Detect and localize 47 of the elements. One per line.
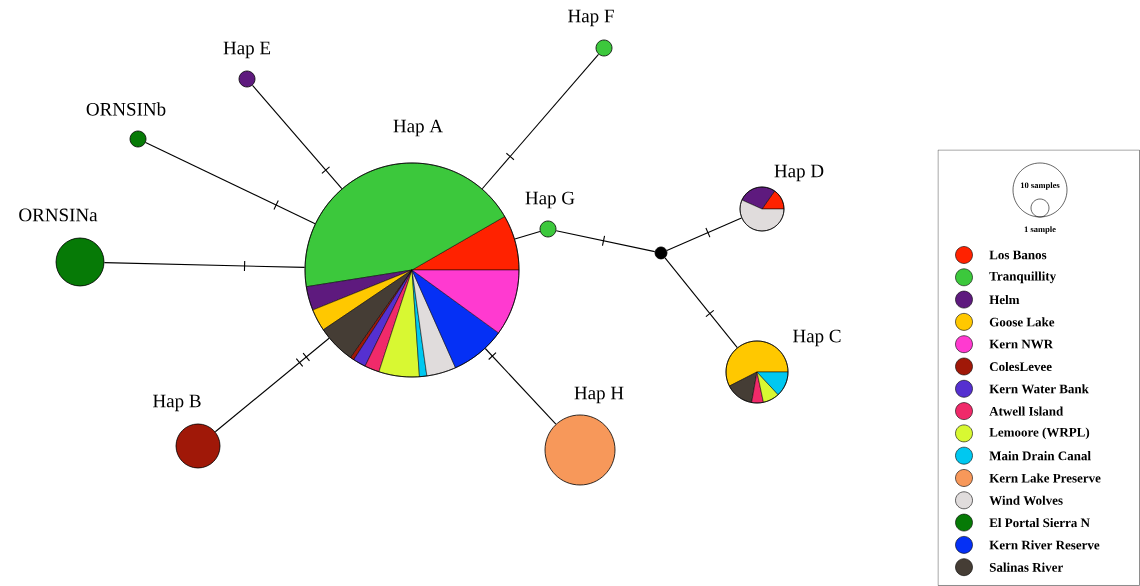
network-link [514,230,541,240]
legend-label: Kern NWR [989,339,1054,349]
legend-label: Kern River Reserve [989,540,1100,550]
haplotype-label: ORNSINb [86,102,166,116]
haplotype-circle [55,237,105,287]
legend-label: Tranquillity [989,271,1056,284]
legend-label: Wind Wolves [989,495,1063,505]
haplotype-circle [175,423,221,469]
haplotype-label: Hap D [774,164,824,182]
legend-label: Main Drain Canal [989,451,1091,461]
haplotype-label: Hap H [574,386,624,404]
legend-label: Kern Lake Preserve [989,473,1101,483]
legend-label: Los Banos [989,250,1047,260]
haplotype-circle [539,220,557,238]
haplotype-circle [544,414,616,486]
network-link [664,257,738,349]
legend-label: Helm [989,295,1020,305]
network-link [103,260,306,272]
haplotype-circle [238,70,256,88]
legend-label: Salinas River [989,562,1063,572]
legend-label: Kern Water Bank [989,384,1089,394]
network-link [555,230,656,253]
network-link [251,84,343,190]
network-link [145,142,316,225]
haplotype-circle [739,186,785,232]
legend-label: Atwell Island [989,406,1064,416]
haplotype-label: Hap F [568,9,614,27]
scale-label: 10 samples [1020,182,1060,190]
haplotype-label: Hap G [525,191,575,209]
haplotype-label: Hap A [393,119,443,137]
haplotype-circle [595,39,613,57]
haplotype-label: Hap C [793,329,841,347]
haplotype-label: ORNSINa [19,208,98,222]
haplotype-circle [725,340,789,404]
legend-label: Lemoore (WRPL) [989,427,1090,440]
legend-label: El Portal Sierra N [989,518,1090,528]
legend-label: ColesLevee [989,361,1052,372]
scale-label: 1 sample [1024,226,1056,234]
legend-label: Goose Lake [989,317,1055,327]
network-link [481,53,600,190]
haplotype-circle [304,162,520,378]
haplotype-circle [129,130,147,148]
haplotype-label: Hap E [223,41,271,59]
network-link [214,337,330,433]
haplotype-label: Hap B [153,394,201,412]
network-link [666,217,742,251]
network-link [484,347,557,425]
